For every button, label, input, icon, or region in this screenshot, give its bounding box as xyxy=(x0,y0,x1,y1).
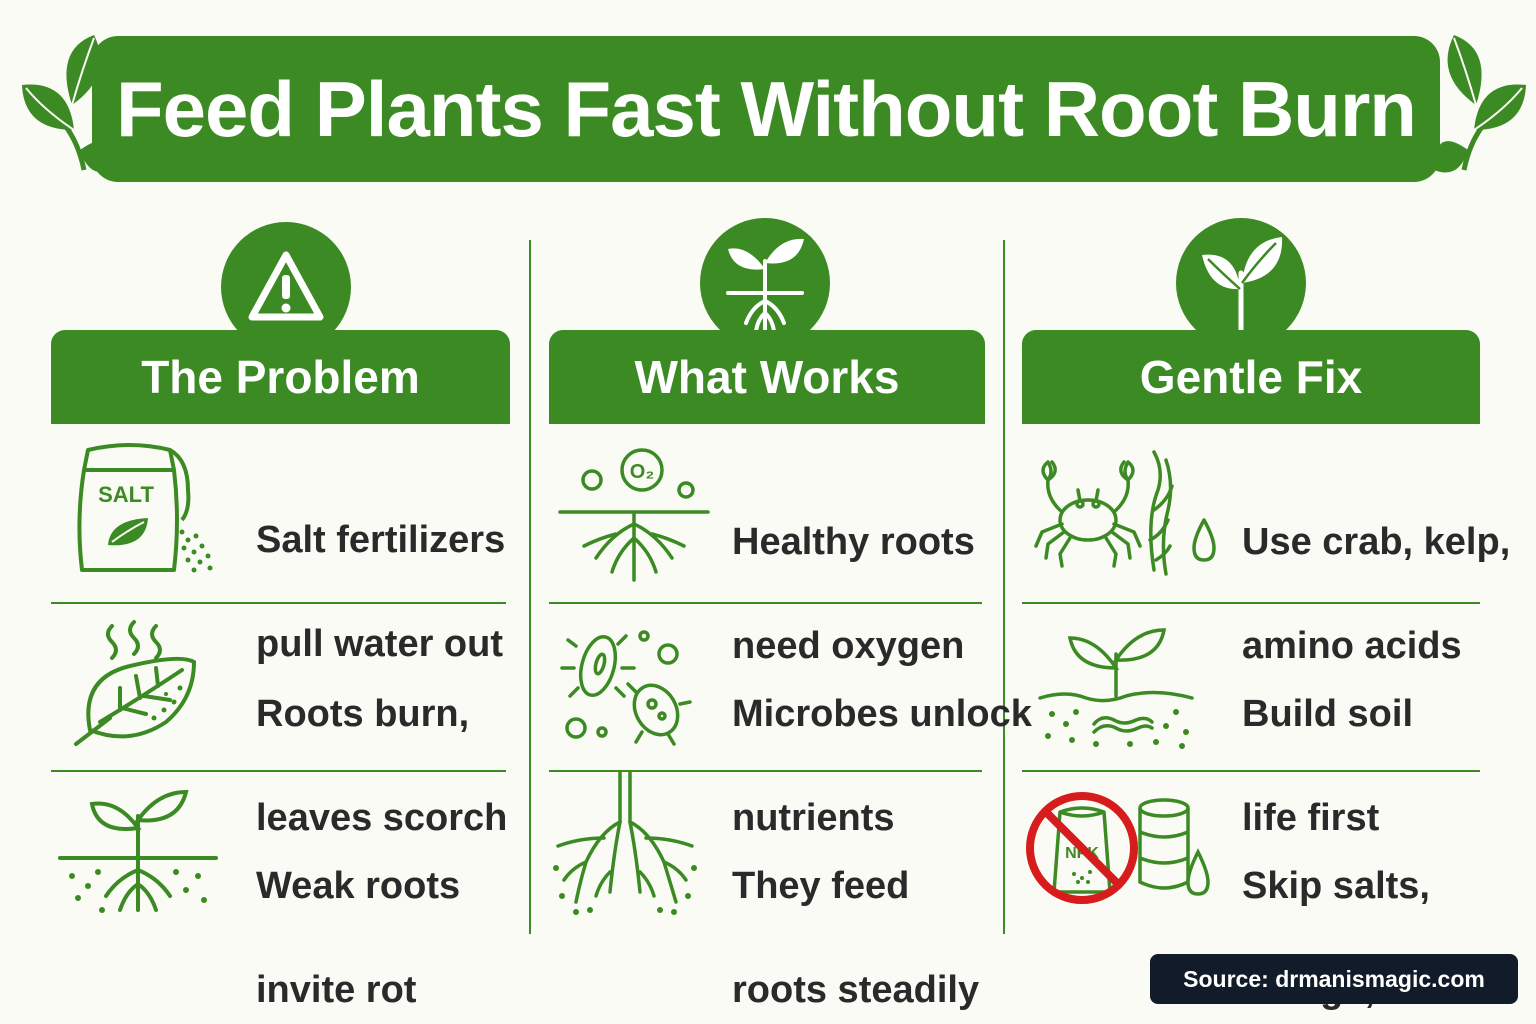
row-divider xyxy=(51,770,506,772)
row-text-line: Roots burn, xyxy=(256,693,470,735)
row-divider xyxy=(51,602,506,604)
row-text-line: roots steadily xyxy=(732,969,980,1011)
column-divider xyxy=(1003,240,1005,934)
row-text-line: leaves scorch xyxy=(256,797,508,839)
row-text: Salt fertilizers pull water out xyxy=(256,462,505,722)
row-text-line: Use crab, kelp, xyxy=(1242,521,1511,563)
row-text-line: amino acids xyxy=(1242,625,1462,667)
page-title: Feed Plants Fast Without Root Burn xyxy=(116,64,1417,153)
source-badge: Source: drmanismagic.com xyxy=(1150,954,1518,1004)
row-text-line: invite rot xyxy=(256,969,417,1011)
column-header-gentle-fix: Gentle Fix xyxy=(1022,330,1480,424)
soil-life-icon xyxy=(1038,628,1194,749)
row-text-line: Weak roots xyxy=(256,865,461,907)
row-text-line: Skip salts, xyxy=(1242,865,1430,907)
microbes-icon xyxy=(560,630,692,746)
oxygen-roots-icon: O₂ xyxy=(558,448,710,582)
leaf-decoration-right-icon xyxy=(1434,35,1526,173)
row-text: Use crab, kelp, amino acids xyxy=(1242,464,1510,724)
leaf-sprout-icon xyxy=(1176,218,1306,348)
row-text: Build soil life first xyxy=(1242,636,1413,896)
row-divider xyxy=(1022,770,1480,772)
row-text: They feed roots steadily xyxy=(732,808,979,1024)
leaf-decoration-left-icon xyxy=(22,35,114,173)
row-text-line: Salt fertilizers xyxy=(256,519,506,561)
column-divider xyxy=(529,240,531,934)
column-header-problem: The Problem xyxy=(51,330,510,424)
no-npk-barrel-icon: NPK xyxy=(1026,792,1210,904)
row-text-line: pull water out xyxy=(256,623,503,665)
sprout-roots-icon xyxy=(700,218,830,348)
spreading-roots-icon xyxy=(553,772,697,915)
row-text: Microbes unlock nutrients xyxy=(732,636,1032,896)
row-text-line: Build soil xyxy=(1242,693,1413,735)
column-header-what-works: What Works xyxy=(549,330,985,424)
row-text-line: nutrients xyxy=(732,797,895,839)
row-text: Healthy roots need oxygen xyxy=(732,464,975,724)
row-text-line: life first xyxy=(1242,797,1380,839)
scorched-leaf-icon xyxy=(74,620,197,746)
weak-sprout-icon xyxy=(58,789,218,913)
salt-bag-icon: SALT xyxy=(77,443,213,573)
svg-text:SALT: SALT xyxy=(98,482,154,507)
svg-text:O₂: O₂ xyxy=(630,461,654,483)
row-text-line: Microbes unlock xyxy=(732,693,1032,735)
row-text-line: Healthy roots xyxy=(732,521,975,563)
row-divider xyxy=(549,770,982,772)
row-divider xyxy=(549,602,982,604)
title-banner xyxy=(92,36,1440,182)
row-divider xyxy=(1022,602,1480,604)
row-text: Roots burn, leaves scorch xyxy=(256,636,507,896)
row-text-line: need oxygen xyxy=(732,625,965,667)
row-text-line: They feed xyxy=(732,865,910,907)
crab-kelp-drop-icon xyxy=(1034,450,1216,576)
row-text: Weak roots invite rot xyxy=(256,808,460,1024)
